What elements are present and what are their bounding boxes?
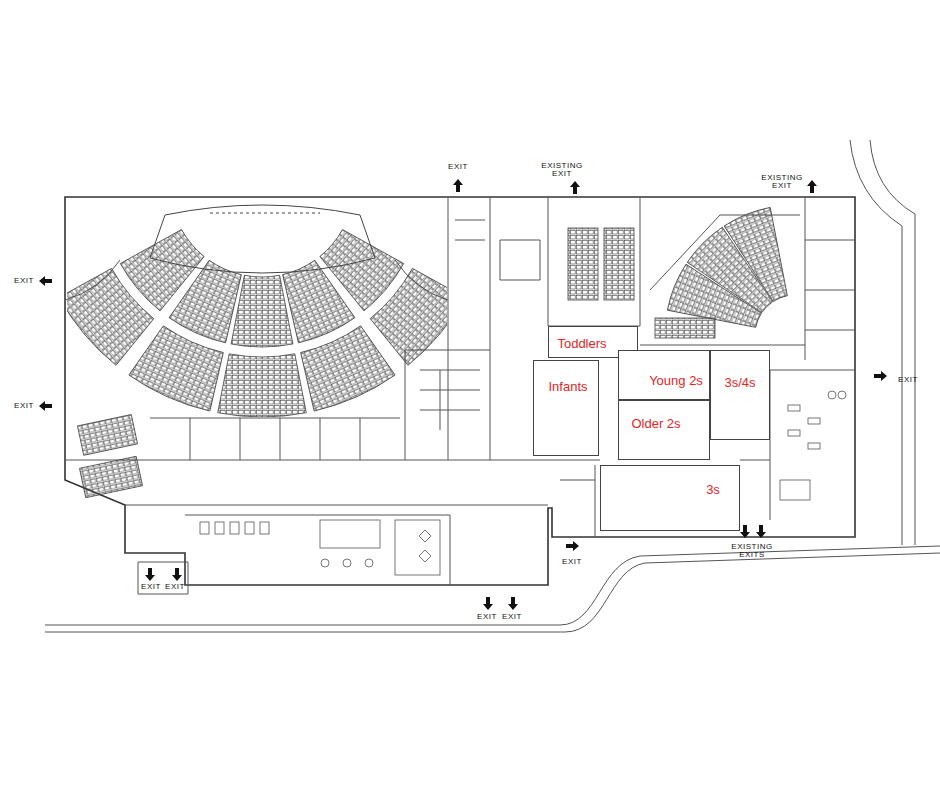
exit-arrow [39, 179, 887, 610]
room-label: 3s [706, 483, 720, 497]
seating [67, 219, 447, 417]
room-box: Young 2s [618, 350, 710, 400]
exit-label: EXIT [14, 402, 34, 410]
road-edge [45, 140, 940, 632]
room-label: Older 2s [631, 417, 680, 431]
seating [77, 205, 803, 498]
exit-label: EXIT [502, 613, 522, 621]
exit-label: EXIT [14, 277, 34, 285]
room-box: 3s/4s [710, 350, 770, 440]
room-box: 3s [600, 465, 740, 531]
room-label: Infants [548, 380, 587, 394]
room-label: Young 2s [649, 374, 703, 388]
interior-wall [65, 197, 855, 594]
exit-label: EXISTING EXIT [539, 162, 585, 179]
building-outline [65, 197, 855, 585]
exit-label: EXIT [165, 583, 185, 591]
exit-label: EXIT [898, 376, 918, 384]
room-label: 3s/4s [724, 376, 755, 390]
exit-label: EXIT [448, 163, 468, 171]
exit-label: EXIT [141, 583, 161, 591]
exit-label: EXISTING EXIT [759, 174, 805, 191]
exit-label: EXISTING EXITS [731, 543, 773, 560]
exit-label: EXIT [477, 613, 497, 621]
room-label: Toddlers [557, 337, 606, 351]
room-box: Infants [533, 360, 599, 456]
exit-label: EXIT [562, 558, 582, 566]
room-box: Older 2s [618, 400, 710, 460]
